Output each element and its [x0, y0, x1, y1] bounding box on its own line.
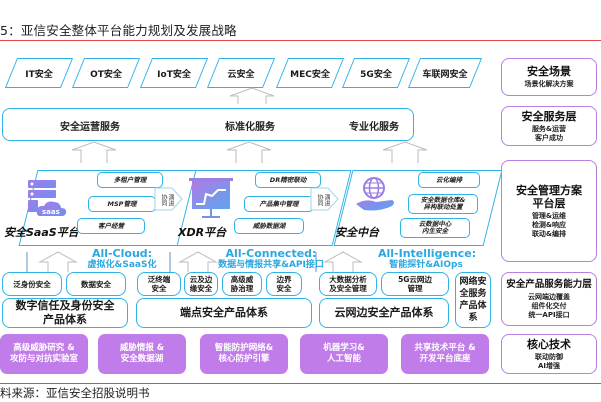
platform-tag: 威胁数据湖	[234, 218, 304, 234]
platform-tag: 安全数据仓库& 异构联动处置	[408, 194, 478, 214]
up-arrow-icon	[71, 141, 117, 163]
strategy-all-intelligence: All-Intelligence: 智能探针&AIOps	[378, 247, 477, 271]
connector-text: 协同	[160, 194, 167, 206]
up-arrow-icon	[178, 251, 218, 272]
product-tag: 5G云网边 管理	[381, 272, 449, 296]
layer-title: 安全场景	[527, 65, 571, 78]
layer-title: 安全服务层	[521, 109, 577, 123]
platform-name: XDR平台	[178, 226, 227, 239]
layer-subtitle: 云网端边覆盖 组件化交付 统一API接口	[528, 293, 570, 319]
strategy-subtitle: 虚拟化&SaaS化	[87, 260, 157, 270]
platform-tag: 云化编排	[418, 172, 480, 188]
layer-subtitle: 管理&运维 检测&响应 联动&编排	[531, 211, 567, 238]
chevron-connector-icon	[154, 187, 183, 211]
connector-label: 协同 演进	[155, 188, 179, 212]
product-system: 数字信任及身份安全 产品体系	[2, 298, 128, 328]
product-system: 云网边安全产品体系	[319, 298, 449, 328]
scenario-label: OT安全	[90, 69, 122, 80]
strategy-title: All-Cloud:	[91, 247, 153, 260]
product-tag: 高级威 胁治理	[222, 272, 262, 296]
product-tag: 边界 安全	[266, 272, 302, 296]
service-label: 标准化服务	[225, 122, 275, 133]
core-tech-block: 威胁情报 & 安全数据湖	[98, 334, 186, 374]
platform-tag: 多租户管理	[97, 172, 163, 188]
scenario-label: IT安全	[25, 69, 53, 80]
svg-text:saas: saas	[42, 208, 60, 216]
layer-subtitle: 联动防御 AI增强	[535, 352, 563, 370]
strategy-title: All-Connected:	[225, 247, 317, 260]
platform-name: 安全SaaS平台	[4, 226, 79, 239]
layer-subtitle: 服务&运营 客户成功	[531, 124, 567, 142]
source-note: 料来源：亚信安全招股说明书	[0, 386, 150, 400]
up-arrow-icon	[229, 87, 275, 104]
layer-title: 安全管理方案 平台层	[516, 183, 582, 210]
core-tech-block: 共享技术平台 & 开发平台底座	[401, 334, 489, 374]
strategy-subtitle: 数据与情报共享&API接口	[218, 260, 324, 270]
saas-server-icon: saas	[28, 180, 67, 216]
strategy-title: All-Intelligence:	[378, 247, 477, 260]
scenario-label: MEC安全	[290, 69, 330, 80]
up-arrow-icon	[38, 251, 78, 272]
platform-tag: 云数据中心 内生安全	[400, 218, 470, 238]
strategy-all-connected: All-Connected: 数据与情报共享&API接口	[212, 248, 330, 271]
connector-text: 演进	[167, 194, 174, 206]
strategy-subtitle: 智能探针&AIOps	[389, 260, 463, 270]
scenario-label: 云安全	[227, 69, 255, 80]
layer-subtitle: 场景化解决方案	[524, 80, 574, 88]
platform-tag: 客户经营	[77, 218, 145, 234]
monitor-chart-icon	[189, 178, 233, 218]
up-arrow-icon	[226, 141, 272, 163]
connector-text: 协同	[316, 194, 323, 206]
strategy-all-cloud: All-Cloud: 虚拟化&SaaS化	[72, 248, 172, 271]
product-tag: 数据安全	[66, 272, 126, 296]
up-arrow-icon	[323, 251, 363, 272]
connector-text: 演进	[323, 194, 330, 206]
platform-name: 安全中台	[335, 226, 379, 239]
up-arrow-icon	[382, 141, 428, 163]
product-tag: 大数据分析 及安全管理	[319, 272, 377, 296]
layer-title: 安全产品服务能力层	[506, 279, 592, 290]
footer-divider	[0, 383, 601, 384]
layer-box: 安全管理方案 平台层管理&运维 检测&响应 联动&编排	[501, 160, 597, 262]
chevron-connector-icon	[310, 187, 339, 211]
layer-box: 核心技术联动防御 AI增强	[501, 334, 597, 374]
globe-hand-icon	[356, 177, 394, 211]
core-tech-block: 智能防护网络& 核心防护引擎	[200, 334, 288, 374]
scenario-label: IoT安全	[157, 69, 191, 80]
scenario-label: 车联网安全	[422, 69, 468, 80]
layer-box: 安全场景场景化解决方案	[501, 58, 597, 96]
product-system: 网络安 全服务 产品体 系	[455, 272, 491, 328]
connector-label: 协同 演进	[311, 188, 335, 212]
layer-box: 安全产品服务能力层云网端边覆盖 组件化交付 统一API接口	[501, 272, 597, 326]
scenario-label: 5G安全	[360, 69, 392, 80]
product-tag: 云及边 缘安全	[184, 272, 218, 296]
figure-title: 5：亚信安全整体平台能力规划及发展战略	[0, 23, 237, 38]
layer-title: 核心技术	[527, 337, 571, 351]
platform-tag: MSP管理	[88, 196, 156, 212]
service-bar	[2, 108, 414, 141]
product-tag: 泛终端 安全	[137, 272, 181, 296]
platform-tag: 产品集中管理	[244, 196, 314, 212]
platform-tag: DR精密联动	[255, 172, 321, 188]
core-tech-block: 机器学习& 人工智能	[300, 334, 388, 374]
title-divider	[0, 40, 601, 41]
layer-box: 安全服务层服务&运营 客户成功	[501, 106, 597, 146]
service-label: 专业化服务	[349, 122, 399, 133]
product-tag: 泛身份安全	[2, 272, 62, 296]
product-system: 端点安全产品体系	[136, 298, 312, 328]
service-label: 安全运营服务	[60, 122, 120, 133]
core-tech-block: 高级威胁研究 & 攻防与对抗实验室	[0, 334, 88, 374]
